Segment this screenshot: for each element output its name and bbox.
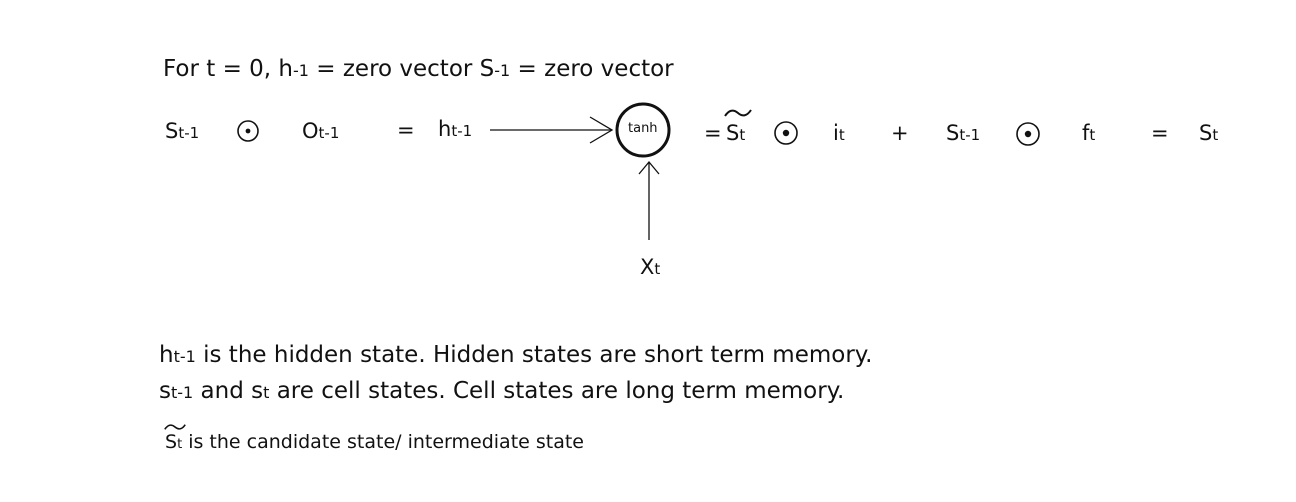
term-f: ft [1082, 121, 1096, 145]
term-s-prev: St-1 [165, 119, 200, 143]
header-s-subscript: -1 [494, 61, 511, 80]
note-candidate-state: St is the candidate state/ intermediate … [164, 424, 584, 453]
tanh-label: tanh [628, 121, 658, 136]
header-line: For t = 0, h-1 = zero vector S-1 = zero … [163, 56, 674, 82]
odot-operator-2 [774, 121, 798, 145]
header-h-subscript: -1 [293, 61, 309, 80]
header-suffix: = zero vector [510, 56, 674, 82]
plus-sign: + [891, 121, 909, 145]
term-s-tilde: St [724, 109, 752, 145]
note-cell-state: st-1 and st are cell states. Cell states… [159, 378, 845, 404]
arrow-h-to-tanh [490, 116, 614, 144]
arrow-x-to-tanh [638, 160, 660, 240]
term-h-prev: ht-1 [438, 117, 473, 141]
tilde-mark: St [724, 109, 752, 145]
tilde-mark-note: St [164, 424, 186, 453]
term-s-prev-2: St-1 [946, 121, 981, 145]
header-mid: = zero vector S [308, 56, 495, 82]
header-prefix: For t = 0, h [163, 56, 293, 82]
equals-sign-3: = [1151, 121, 1169, 145]
term-i: it [833, 121, 845, 145]
equals-sign-1: = [397, 118, 415, 142]
term-x: Xt [640, 255, 661, 279]
term-s-t: St [1199, 121, 1219, 145]
term-o-prev: Ot-1 [302, 119, 340, 143]
odot-operator-3 [1016, 122, 1040, 146]
odot-operator-1 [237, 120, 259, 142]
equals-sign-2: = [704, 121, 722, 145]
note-hidden-state: ht-1 is the hidden state. Hidden states … [159, 342, 873, 368]
tanh-node [615, 102, 671, 158]
